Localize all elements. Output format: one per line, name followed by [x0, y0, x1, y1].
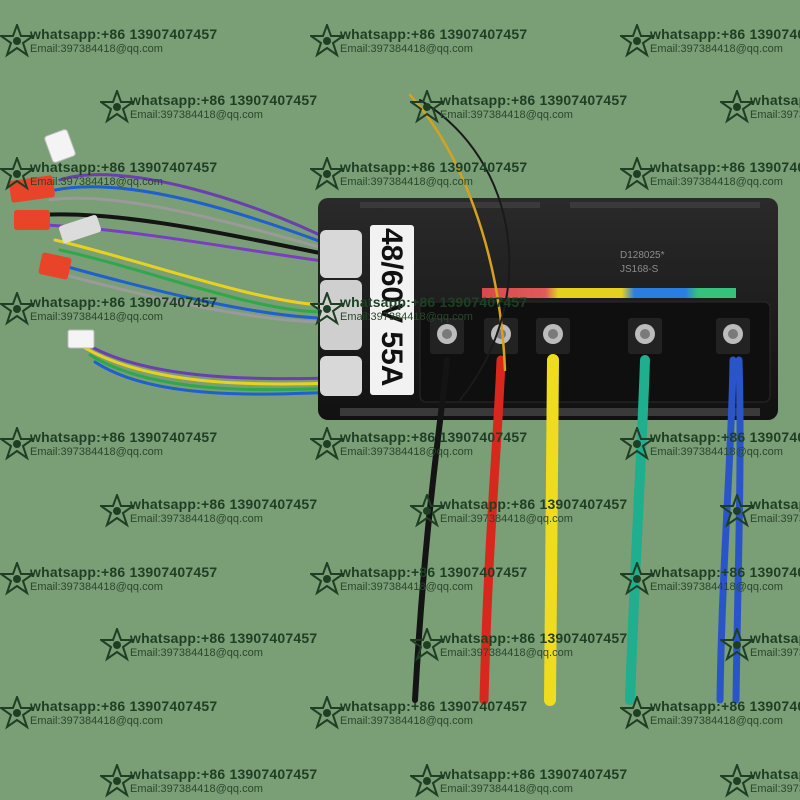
model-number-line2: JS168-S — [620, 264, 659, 275]
signal-wire-harness — [38, 173, 337, 396]
power-terminals — [430, 318, 750, 354]
model-number-line1: D128025* — [620, 250, 665, 261]
signal-connectors — [9, 129, 102, 349]
rating-label — [370, 225, 414, 395]
rating-text: 48/60V 55A — [375, 228, 408, 386]
phase-color-strip — [482, 288, 736, 298]
